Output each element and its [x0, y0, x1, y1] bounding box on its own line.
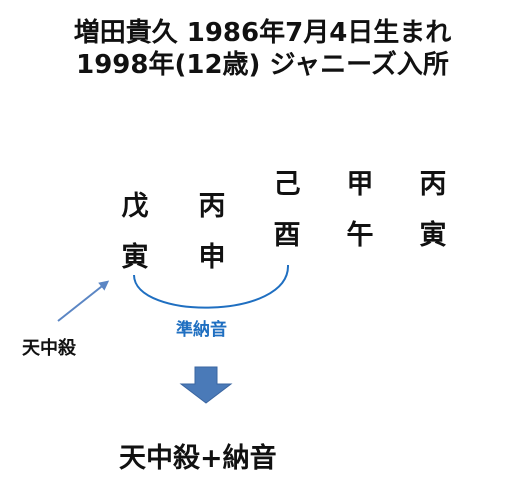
pillar-5-branch: 寅: [419, 220, 447, 251]
title-line-1: 増田貴久 1986年7月4日生まれ: [73, 18, 452, 48]
pillar-4-stem: 甲: [346, 169, 374, 200]
jun-nacchin-label: 準納音: [176, 320, 227, 340]
pillar-5-stem: 丙: [419, 169, 447, 200]
conclusion-text: 天中殺+納音: [119, 443, 277, 474]
pillar-1-branch: 寅: [121, 242, 149, 273]
pillar-2-branch: 申: [198, 242, 226, 273]
tenchusatsu-label: 天中殺: [22, 338, 76, 359]
title-line-2: 1998年(12歳) ジャニーズ入所: [76, 50, 449, 80]
jun-nacchin-bracket: [133, 264, 290, 309]
pillar-2-stem: 丙: [198, 191, 226, 222]
pillar-3-stem: 己: [273, 169, 301, 200]
tenchusatsu-pointer-arrow: [57, 280, 110, 322]
down-arrow-icon: [179, 366, 233, 404]
pillar-1-stem: 戊: [121, 191, 149, 222]
pillar-4-branch: 午: [346, 220, 374, 251]
pillar-3-branch: 酉: [273, 220, 301, 251]
